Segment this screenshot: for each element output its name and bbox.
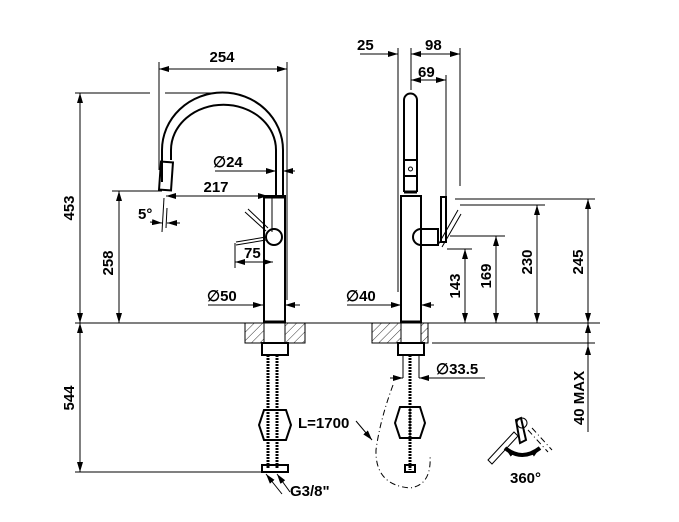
dim-453-label: 453 bbox=[61, 195, 78, 220]
dim-258-label: 258 bbox=[100, 250, 117, 275]
dim-dia40-label: ∅40 bbox=[346, 288, 376, 305]
dim-245-label: 245 bbox=[570, 249, 587, 274]
handle-hub bbox=[265, 228, 283, 246]
spout-inner bbox=[170, 103, 277, 195]
spray-head bbox=[157, 160, 175, 192]
side-view: 254 453 258 217 5° ∅24 75 ∅50 G3/8" 5 bbox=[61, 49, 600, 500]
dim-40max-label: 40 MAX bbox=[571, 371, 588, 425]
front-view: 25 98 69 143 169 230 245 ∅40 40 MAX bbox=[298, 37, 595, 489]
dim-143-label: 143 bbox=[447, 273, 464, 298]
dim-69-label: 69 bbox=[418, 64, 435, 81]
handle-lever bbox=[440, 196, 447, 243]
dim-dia33-5-label: ∅33.5 bbox=[436, 361, 478, 378]
hose-connector bbox=[257, 409, 293, 441]
hose-connector-front bbox=[393, 406, 427, 439]
dim-169-label: 169 bbox=[478, 263, 495, 288]
dim-dia50-label: ∅50 bbox=[207, 288, 237, 305]
dim-217-label: 217 bbox=[203, 179, 228, 196]
dim-230-label: 230 bbox=[519, 249, 536, 274]
dim-5deg-label: 5° bbox=[138, 206, 152, 223]
dim-544-label: 544 bbox=[61, 385, 78, 411]
dim-254-label: 254 bbox=[209, 49, 235, 66]
rotation-label: 360° bbox=[510, 470, 541, 487]
hose-length-path bbox=[375, 384, 431, 489]
dim-98-label: 98 bbox=[425, 37, 442, 54]
handle-hub-front bbox=[412, 228, 439, 246]
faucet-body-front bbox=[400, 195, 422, 323]
spout-outer bbox=[161, 91, 284, 195]
dim-dia24-label: ∅24 bbox=[213, 154, 243, 171]
hose-length-label: L=1700 bbox=[298, 415, 349, 432]
rotation-360-icon: 360° bbox=[487, 416, 553, 487]
dim-25-label: 25 bbox=[357, 37, 374, 54]
faucet-body bbox=[263, 195, 286, 323]
dim-75-label: 75 bbox=[244, 245, 261, 262]
pullout-head bbox=[403, 92, 418, 192]
connection-label: G3/8" bbox=[290, 483, 330, 500]
